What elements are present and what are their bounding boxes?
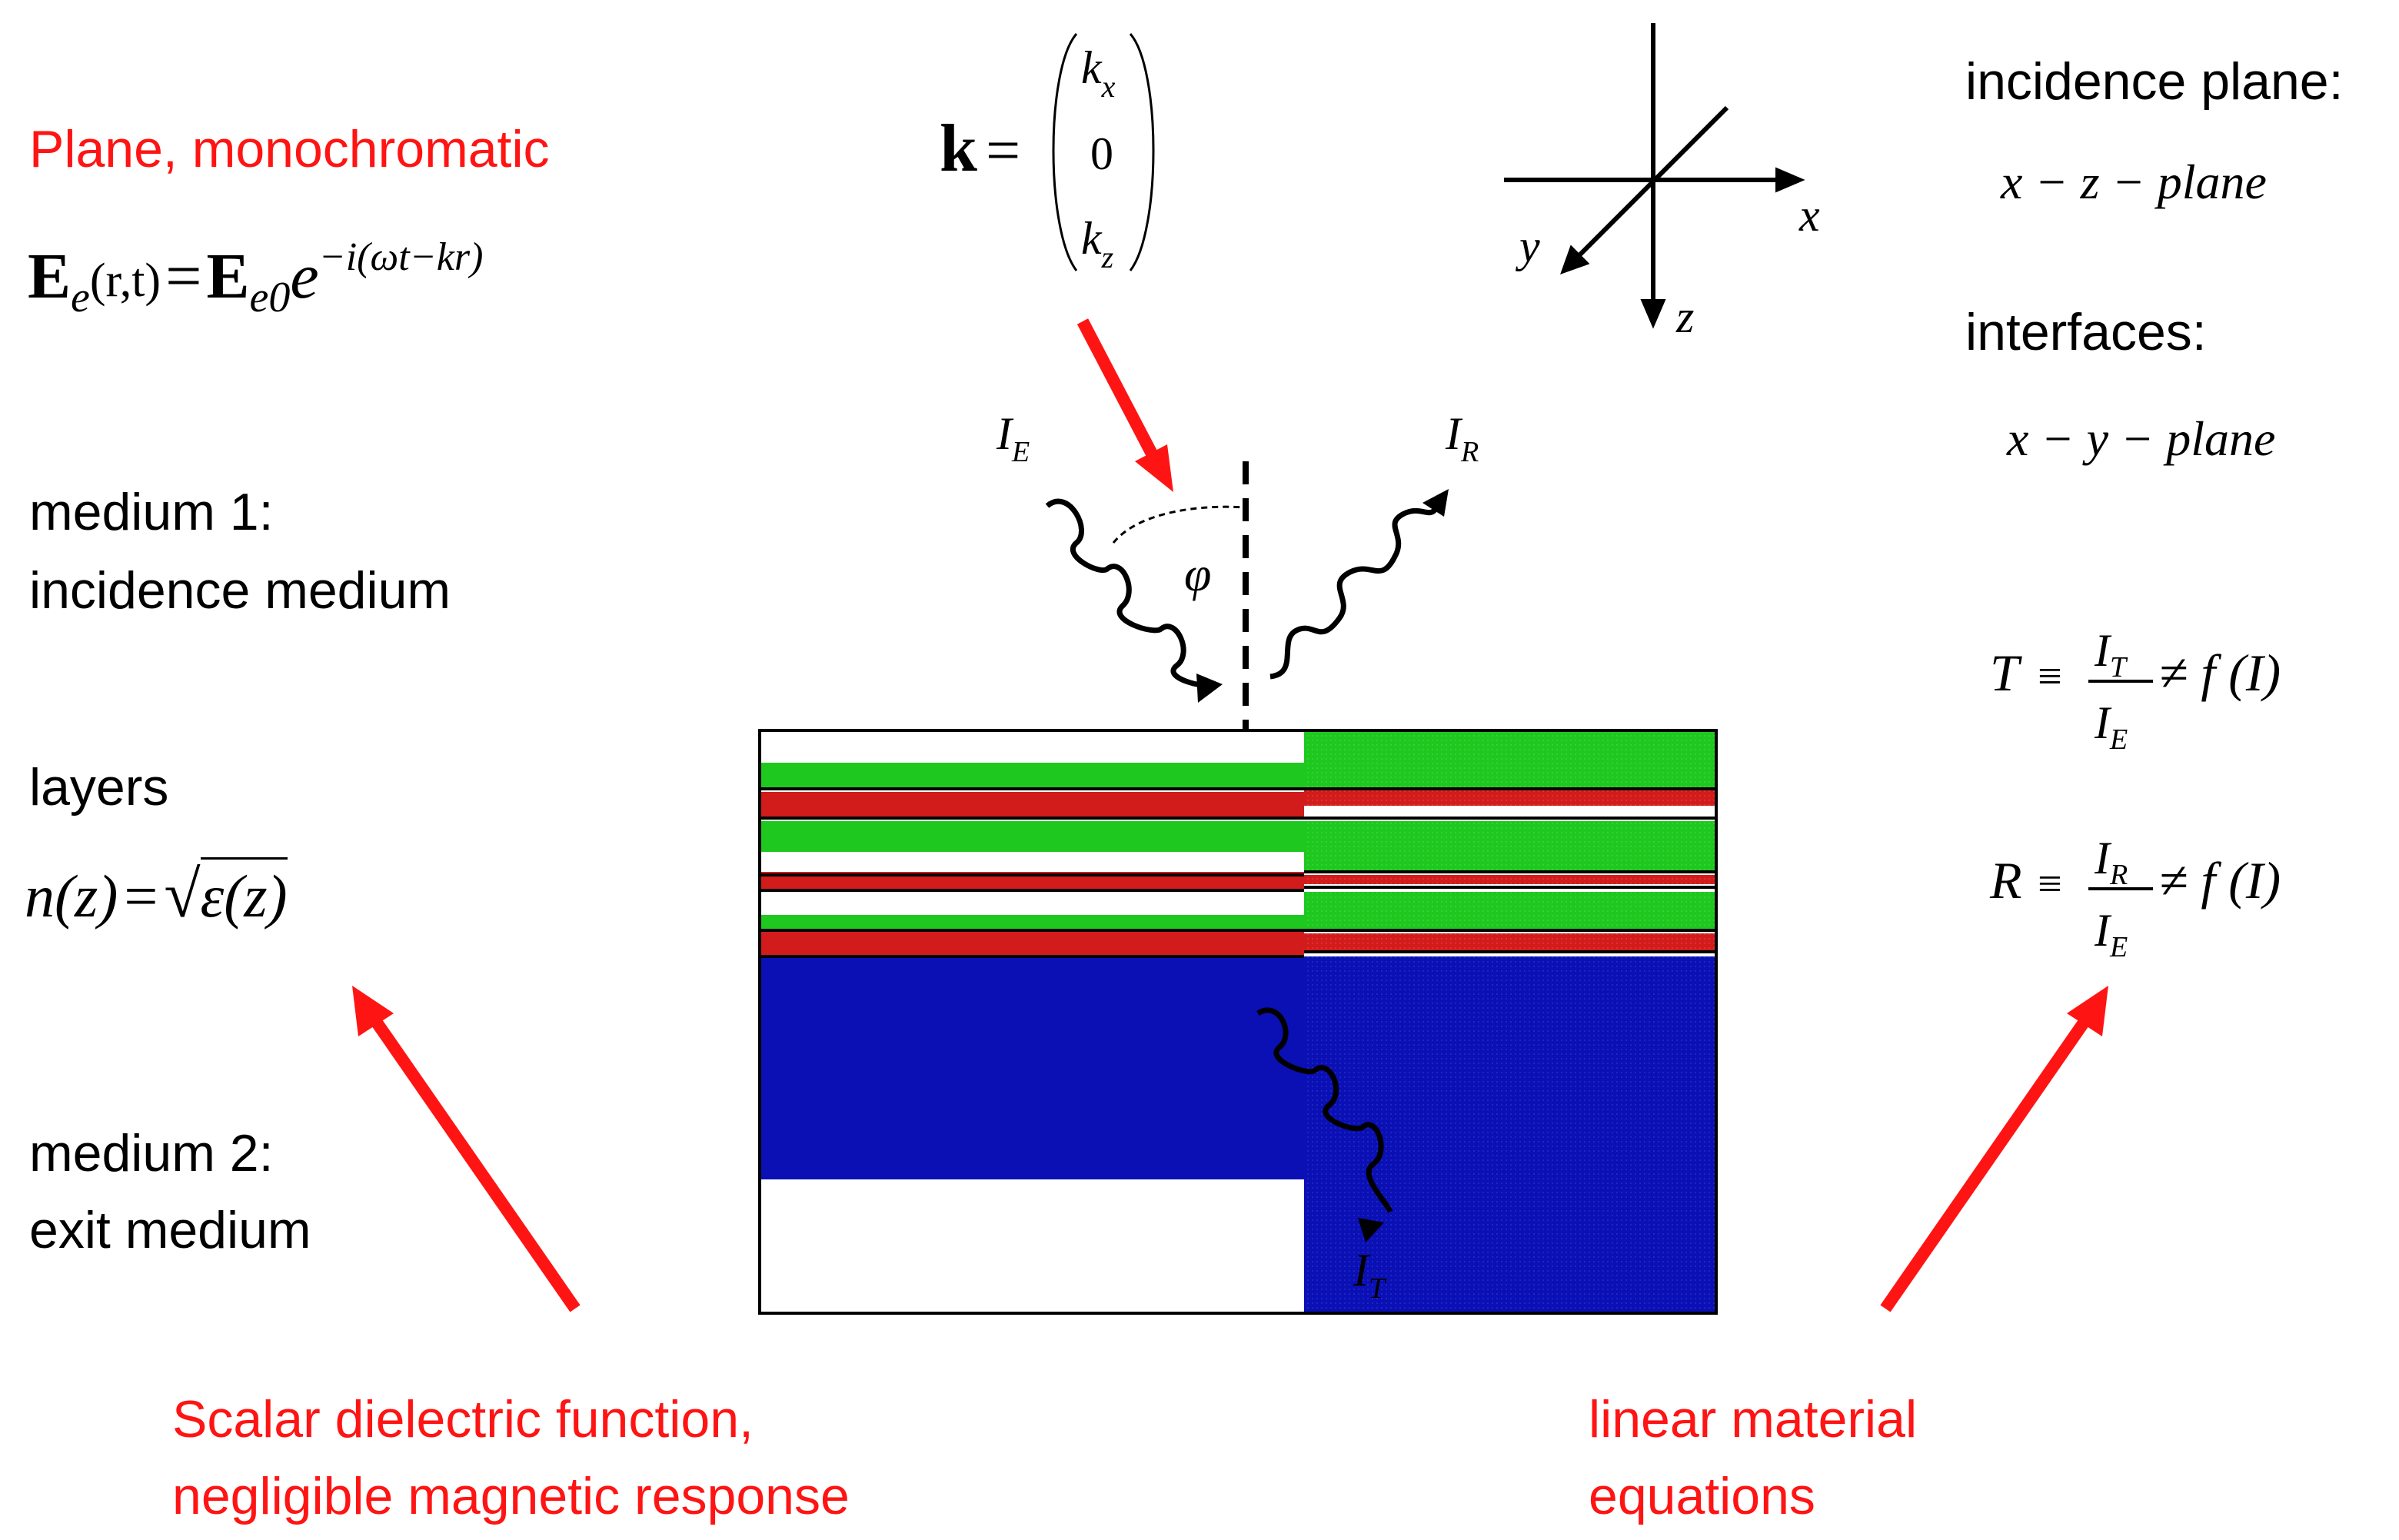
substrate-left bbox=[760, 958, 1304, 1179]
interfaces-label: interfaces: bbox=[1965, 303, 2207, 361]
incidence-plane-label: incidence plane: bbox=[1965, 52, 2344, 111]
layer-stack bbox=[758, 729, 1718, 1315]
coordinate-axes bbox=[1504, 23, 1805, 329]
linear-material-note-line2: equations bbox=[1589, 1467, 1815, 1525]
linear-material-note-line1: linear material bbox=[1589, 1390, 1918, 1449]
reflected-beam-arrowhead bbox=[1422, 489, 1449, 517]
k-vector-left-paren bbox=[1052, 33, 1078, 271]
medium2-label: medium 2: bbox=[29, 1124, 274, 1182]
interfaces-equation: x − y − plane bbox=[2007, 411, 2276, 466]
axis-z-label: z bbox=[1675, 291, 1694, 342]
layer-green-3-right bbox=[1304, 892, 1716, 930]
reflected-intensity-label: IR bbox=[1445, 408, 1479, 468]
axis-y-label: y bbox=[1515, 221, 1540, 271]
transmitted-beam bbox=[1256, 1007, 1393, 1213]
scalar-dielectric-note-line2: negligible magnetic response bbox=[172, 1467, 850, 1525]
refractive-index-equation: n(z)=√ε(z) bbox=[25, 857, 288, 931]
exit-medium-label: exit medium bbox=[29, 1201, 311, 1259]
svg-text:≡: ≡ bbox=[2038, 653, 2062, 700]
k-vector-symbol: k bbox=[940, 111, 977, 186]
angle-arc bbox=[1112, 505, 1245, 544]
scalar-dielectric-note-line1: Scalar dielectric function, bbox=[172, 1390, 754, 1449]
layer-green-2-left bbox=[760, 821, 1304, 852]
medium1-label: medium 1: bbox=[29, 483, 274, 541]
layer-green-1-left bbox=[760, 763, 1304, 787]
incidence-plane-equation: x − z − plane bbox=[2001, 155, 2267, 209]
transmittance-equation: T ≡ IT IE ≠ f (I) bbox=[1990, 625, 2281, 756]
incident-beam bbox=[1045, 498, 1213, 688]
svg-text:T: T bbox=[1990, 644, 2022, 702]
incidence-medium-label: incidence medium bbox=[29, 561, 451, 620]
plane-monochromatic-heading: Plane, monochromatic bbox=[29, 120, 550, 178]
red-arrow-linear bbox=[1880, 986, 2108, 1312]
field-equation: Ee(r,t)=Ee0e−i(ωt−kr) bbox=[28, 235, 484, 321]
layer-green-3-left bbox=[760, 915, 1304, 930]
svg-text:IE: IE bbox=[2094, 697, 2128, 756]
layer-red-1-left bbox=[760, 792, 1304, 817]
axis-x-label: x bbox=[1798, 190, 1820, 241]
k-vector-row3: kz bbox=[1081, 213, 1114, 274]
angle-phi-label: φ bbox=[1184, 547, 1211, 601]
svg-text:R: R bbox=[1989, 851, 2022, 910]
layer-red-1-right bbox=[1304, 790, 1716, 806]
red-arrow-dielectric bbox=[352, 986, 581, 1312]
k-vector-equals: = bbox=[986, 117, 1020, 185]
k-vector-row1: kx bbox=[1081, 42, 1116, 104]
substrate-right bbox=[1304, 956, 1716, 1313]
layers-label: layers bbox=[29, 758, 169, 817]
layer-green-1-right bbox=[1304, 730, 1716, 787]
svg-text:≠ f (I): ≠ f (I) bbox=[2159, 851, 2281, 910]
layer-red-2-right bbox=[1304, 875, 1716, 884]
transmitted-intensity-label: IT bbox=[1353, 1245, 1387, 1305]
layer-stack-frame bbox=[758, 729, 1718, 1315]
layer-green-2-right bbox=[1304, 821, 1716, 872]
layer-red-3-right bbox=[1304, 933, 1716, 950]
k-vector-right-paren bbox=[1129, 33, 1155, 271]
red-arrow-incidence bbox=[1076, 318, 1173, 492]
reflected-beam bbox=[1269, 501, 1442, 680]
svg-text:≡: ≡ bbox=[2038, 860, 2062, 908]
svg-text:IT: IT bbox=[2094, 625, 2128, 684]
incident-beam-arrowhead bbox=[1196, 674, 1223, 703]
layer-red-3-left bbox=[760, 932, 1304, 955]
reflectance-equation: R ≡ IR IE ≠ f (I) bbox=[1989, 833, 2281, 963]
transmitted-beam-arrowhead bbox=[1358, 1218, 1384, 1242]
svg-text:IE: IE bbox=[2094, 905, 2128, 963]
incident-intensity-label: IE bbox=[996, 408, 1030, 468]
k-vector-row2: 0 bbox=[1090, 128, 1113, 179]
svg-text:IR: IR bbox=[2094, 833, 2128, 891]
svg-text:≠ f (I): ≠ f (I) bbox=[2159, 644, 2281, 702]
